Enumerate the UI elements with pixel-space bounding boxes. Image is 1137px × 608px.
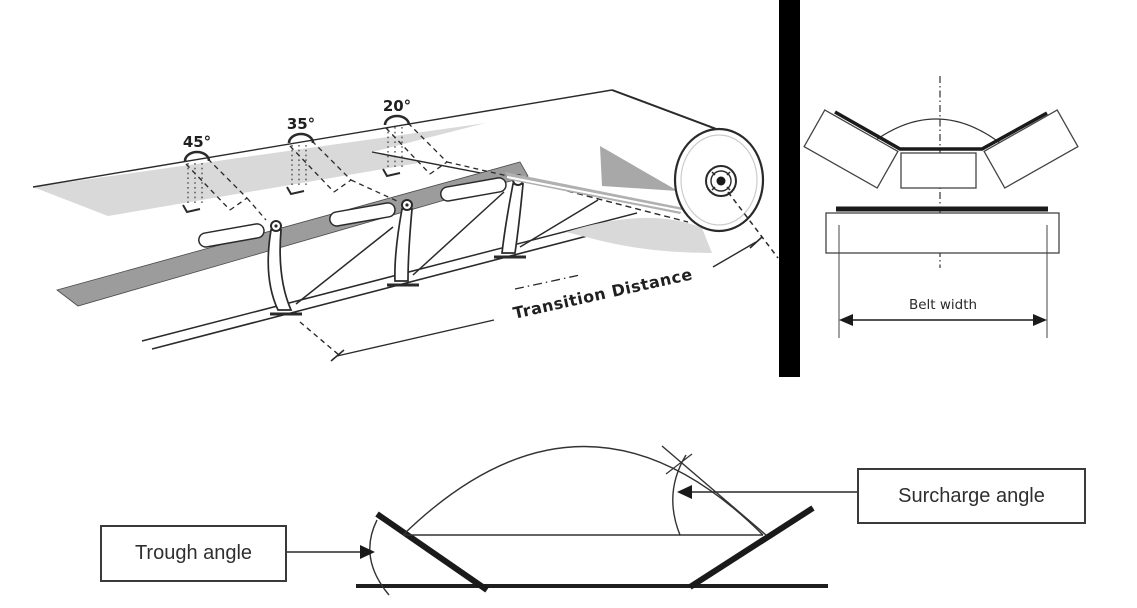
trough-angle-label: Trough angle (134, 542, 253, 564)
idler-angle-label-45: 45° (183, 133, 211, 151)
pulley-shadow-wedge (600, 146, 678, 191)
idler-angle-label-20: 20° (383, 97, 411, 115)
floor-shadow-swoosh (566, 217, 712, 253)
surcharge-tangent-tick (665, 453, 693, 475)
base-roller (825, 212, 1060, 254)
material-dome (402, 445, 764, 536)
flat-roller-tube-1 (198, 223, 265, 248)
surcharge-angle-box: Surcharge angle (857, 468, 1086, 524)
wing-roller-left (803, 109, 899, 189)
belt-width-dimension (838, 225, 1048, 338)
surcharge-tangent-line (661, 445, 767, 536)
material-dome-arc (867, 118, 1005, 147)
idler-angle-label-35: 35° (287, 115, 315, 133)
troughed-belt-line (834, 110, 1048, 151)
stringer-rail-far (141, 212, 638, 342)
belt-width-label: Belt width (909, 297, 977, 313)
surcharge-diagram (284, 445, 857, 596)
flat-roller-tube-3 (440, 177, 507, 202)
troughed-belt-near-edge (56, 161, 529, 307)
pulley-top-silhouette (611, 89, 728, 134)
return-belt-highlight (506, 176, 683, 212)
frame-brace-2 (412, 191, 505, 276)
surcharge-leader-arrowhead (677, 485, 692, 499)
head-pulley (673, 127, 765, 233)
transition-illustration: 45° 35° 20° Transitio (32, 89, 779, 362)
trough-cross-section: Belt width (803, 76, 1079, 338)
trough-angle-arc (369, 519, 390, 596)
divider-bar (779, 0, 800, 377)
flat-roller-tube-2 (329, 202, 396, 227)
trough-leader-arrowhead (360, 545, 375, 559)
frame-brace-3 (519, 199, 599, 248)
surcharge-angle-arc (672, 454, 687, 536)
ghost-trough-45 (182, 150, 267, 221)
wing-roller-right (983, 109, 1079, 189)
station-leader (299, 321, 340, 356)
center-roller (900, 152, 977, 189)
idler-station-2 (387, 199, 419, 287)
pulley-axis-leader (727, 191, 779, 259)
trough-idler-right (688, 505, 815, 590)
belt-width-arrowhead-left (839, 314, 853, 326)
ghost-trough-35 (286, 132, 398, 202)
belt-far-edge (32, 89, 613, 188)
trough-angle-box: Trough angle (100, 525, 287, 582)
frame-brace-1 (295, 226, 394, 305)
trough-idler-left (375, 511, 489, 593)
belt-width-arrowhead-right (1033, 314, 1047, 326)
ghost-trough-20 (382, 114, 513, 178)
surcharge-angle-label: Surcharge angle (898, 484, 1045, 507)
transition-distance-label: Transition Distance (511, 265, 694, 323)
idler-station-1 (267, 220, 302, 316)
transition-distance-dimension (330, 236, 763, 362)
